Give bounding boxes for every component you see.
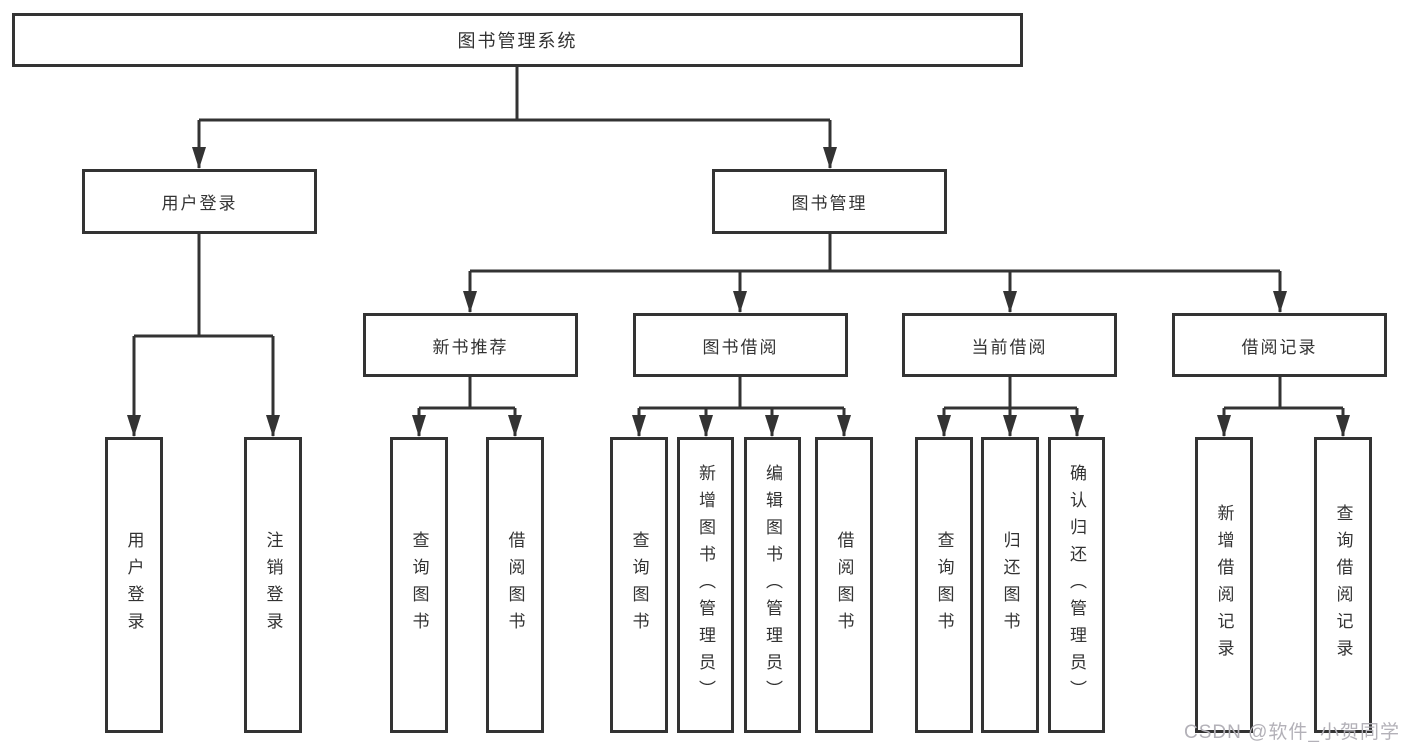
leaf-label: 用户登录: [124, 531, 144, 639]
leaf-add-borrow-record: 新增借阅记录: [1195, 437, 1253, 733]
leaf-add-book-admin: 新增图书（管理员）: [677, 437, 734, 733]
leaf-edit-book-admin: 编辑图书（管理员）: [744, 437, 801, 733]
leaf-label: 确认归还（管理员）: [1067, 463, 1086, 707]
node-label: 新书推荐: [432, 337, 509, 357]
leaf-label: 新增图书（管理员）: [696, 463, 715, 707]
node-label: 当前借阅: [971, 337, 1048, 357]
connector-newbooks-to-leaves: [412, 377, 522, 437]
node-current-borrowing: 当前借阅: [902, 313, 1117, 377]
node-library-management-system: 图书管理系统: [12, 13, 1023, 67]
leaf-label: 查询借阅记录: [1333, 504, 1353, 666]
leaf-label: 查询图书: [629, 531, 649, 639]
leaf-query-books-borrowing: 查询图书: [610, 437, 668, 733]
leaf-confirm-return-admin: 确认归还（管理员）: [1048, 437, 1105, 733]
node-label: 图书管理系统: [457, 31, 578, 51]
leaf-label: 注销登录: [263, 531, 283, 639]
node-label: 图书借阅: [702, 337, 779, 357]
leaf-return-book: 归还图书: [981, 437, 1039, 733]
leaf-label: 查询图书: [934, 531, 954, 639]
leaf-label: 新增借阅记录: [1214, 504, 1234, 666]
node-label: 借阅记录: [1241, 337, 1318, 357]
connector-records-to-leaves: [1217, 377, 1350, 437]
node-label: 用户登录: [161, 194, 238, 213]
connector-userlogin-to-leaves: [127, 234, 280, 437]
leaf-borrow-books-recommend: 借阅图书: [486, 437, 544, 733]
connector-bookmgmt-to-level3: [463, 234, 1287, 313]
node-user-login-group: 用户登录: [82, 169, 317, 234]
connector-current-to-leaves: [937, 377, 1084, 437]
leaf-label: 编辑图书（管理员）: [763, 463, 782, 707]
leaf-label: 查询图书: [409, 531, 429, 639]
leaf-user-login: 用户登录: [105, 437, 163, 733]
node-borrowing-records: 借阅记录: [1172, 313, 1387, 377]
leaf-label: 借阅图书: [505, 531, 525, 639]
leaf-query-books-current: 查询图书: [915, 437, 973, 733]
connector-root-to-level2: [192, 67, 837, 169]
node-label: 图书管理: [791, 194, 868, 213]
leaf-label: 借阅图书: [834, 531, 854, 639]
node-book-borrowing: 图书借阅: [633, 313, 848, 377]
leaf-query-borrow-record: 查询借阅记录: [1314, 437, 1372, 733]
leaf-label: 归还图书: [1000, 531, 1020, 639]
csdn-watermark: CSDN @软件_小贺同学: [1184, 722, 1400, 743]
leaf-query-books-recommend: 查询图书: [390, 437, 448, 733]
node-new-book-recommendation: 新书推荐: [363, 313, 578, 377]
connector-borrowing-to-leaves: [632, 377, 851, 437]
leaf-borrow-books-borrowing: 借阅图书: [815, 437, 873, 733]
node-book-management: 图书管理: [712, 169, 947, 234]
leaf-logout: 注销登录: [244, 437, 302, 733]
